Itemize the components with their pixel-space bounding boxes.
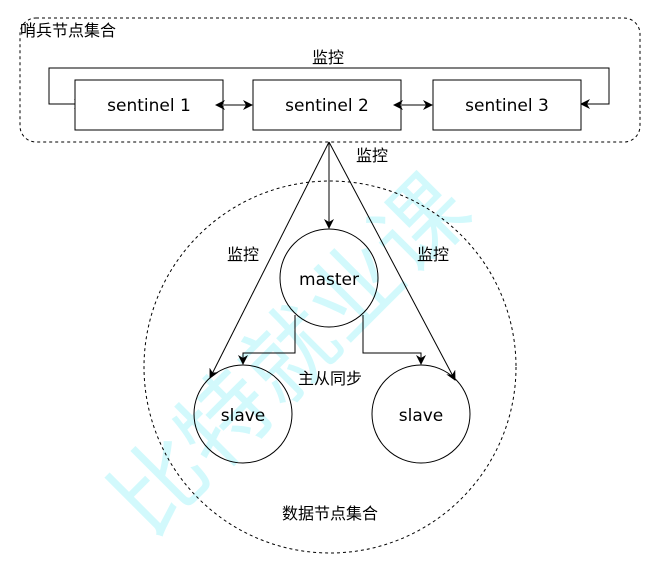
sentinel-group-title: 哨兵节点集合 — [20, 21, 116, 40]
sync-label: 主从同步 — [298, 369, 362, 388]
data-group-title: 数据节点集合 — [282, 504, 378, 523]
monitor-label-left: 监控 — [227, 245, 259, 264]
slave-label-left: slave — [221, 406, 266, 426]
sentinel-group-border — [19, 17, 641, 143]
sentinel-loop-line — [48, 67, 610, 109]
sync-line-right — [362, 315, 426, 365]
sync-line-left — [238, 315, 296, 365]
slave-node-right — [371, 364, 471, 464]
monitor-arrow-left — [209, 141, 330, 379]
monitor-label-master: 监控 — [356, 146, 388, 165]
slave-node-left — [193, 364, 293, 464]
monitor-label-right: 监控 — [417, 245, 449, 264]
watermark: 比特就业课 — [90, 155, 491, 556]
sentinel-3-box — [432, 79, 582, 131]
data-group-border — [143, 180, 517, 554]
sentinel-1-label: sentinel 1 — [107, 96, 191, 116]
slave-label-right: slave — [399, 406, 444, 426]
sentinel-monitor-label: 监控 — [312, 48, 344, 67]
sentinel-2-label: sentinel 2 — [285, 96, 369, 116]
sentinel-3-label: sentinel 3 — [465, 96, 549, 116]
monitor-arrow-right — [328, 141, 456, 381]
master-label: master — [299, 270, 359, 290]
master-node — [279, 228, 379, 328]
sentinel-2-box — [252, 79, 402, 131]
